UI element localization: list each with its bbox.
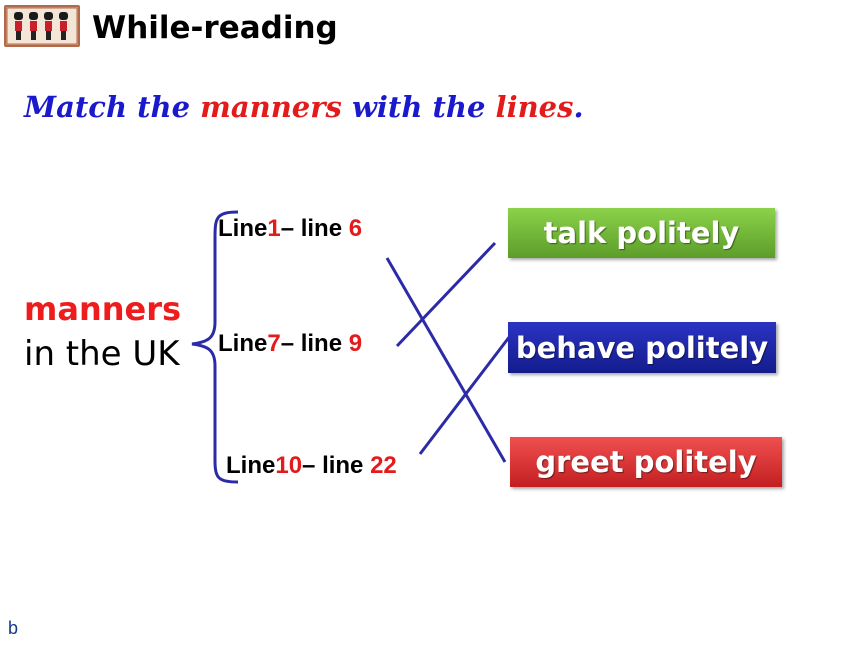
line-range-3: Line10– line 22 bbox=[226, 452, 397, 480]
manner-box-talk-politely[interactable]: talk politely bbox=[508, 208, 775, 258]
range-mid: – line bbox=[302, 452, 371, 479]
range-end: 9 bbox=[348, 330, 363, 357]
instruction-part: Match the bbox=[24, 90, 201, 124]
match-line-3-to-behave bbox=[418, 335, 512, 455]
instruction-keyword-manners: manners bbox=[200, 90, 342, 124]
range-start: 7 bbox=[267, 330, 281, 357]
line-range-2: Line7– line 9 bbox=[218, 330, 362, 358]
manner-box-behave-politely[interactable]: behave politely bbox=[508, 322, 776, 373]
range-start: 10 bbox=[275, 452, 303, 479]
topic-word: manners bbox=[24, 290, 182, 328]
match-line-1-to-greet bbox=[385, 257, 507, 463]
range-prefix: Line bbox=[218, 215, 268, 242]
range-mid: – line bbox=[280, 330, 349, 357]
range-end: 22 bbox=[370, 452, 397, 479]
instruction-keyword-lines: lines bbox=[495, 90, 574, 124]
manner-box-greet-politely[interactable]: greet politely bbox=[510, 437, 782, 487]
instruction-part: with the bbox=[341, 90, 496, 124]
line-range-1: Line1– line 6 bbox=[218, 215, 362, 243]
range-start: 1 bbox=[267, 215, 281, 242]
section-title: While-reading bbox=[92, 10, 338, 46]
instruction-period: . bbox=[573, 90, 584, 124]
instruction-text: Match the manners with the lines. bbox=[24, 90, 584, 124]
match-line-2-to-talk bbox=[395, 241, 497, 348]
range-prefix: Line bbox=[218, 330, 268, 357]
curly-bracket bbox=[191, 210, 239, 484]
footer-mark: b bbox=[8, 618, 19, 638]
range-prefix: Line bbox=[226, 452, 276, 479]
range-end: 6 bbox=[348, 215, 363, 242]
guards-logo-icon bbox=[4, 5, 80, 47]
range-mid: – line bbox=[280, 215, 349, 242]
topic-subtitle: in the UK bbox=[24, 334, 180, 374]
